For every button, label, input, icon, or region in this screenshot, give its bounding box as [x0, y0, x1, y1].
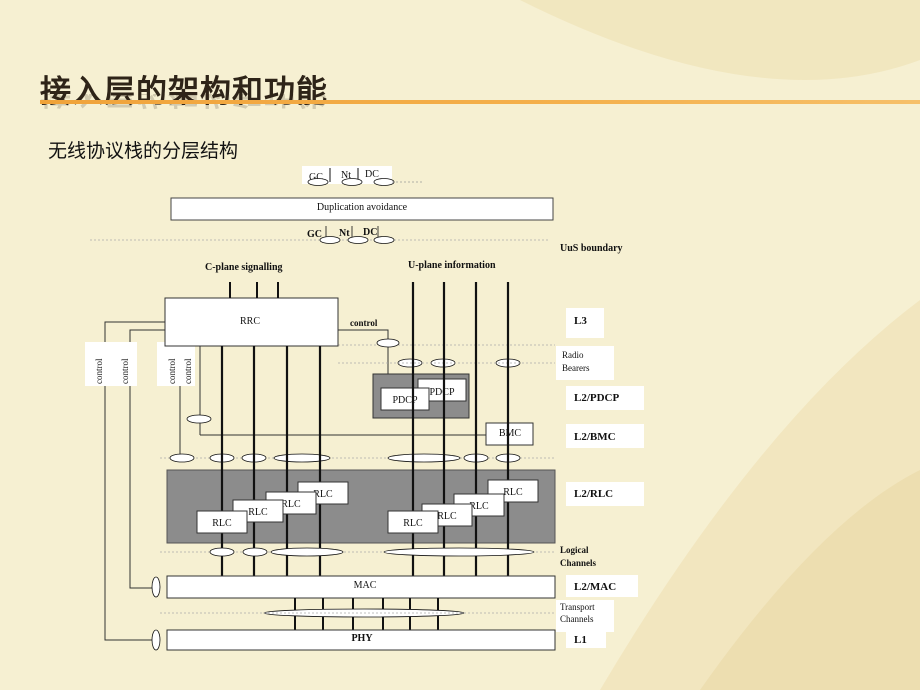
slide-title: 接入层的架构和功能 [40, 74, 328, 110]
control-label-4: control [183, 358, 193, 384]
bmc-box [485, 422, 534, 446]
rrc-box [164, 297, 339, 347]
layer-logical-channels-2: Channels [560, 558, 597, 568]
duplication-avoidance-label: Duplication avoidance [317, 202, 408, 213]
bmc-label: BMC [499, 428, 522, 439]
rlc-label-7: RLC [469, 501, 489, 512]
c-plane-label: C-plane signalling [205, 262, 283, 273]
layer-transport-channels-2: Channels [560, 614, 594, 624]
top-gc-label: GC [309, 172, 323, 183]
layer-radio-bearers-1: Radio [562, 350, 584, 360]
control-label-3: control [167, 358, 177, 384]
rlc-label-6: RLC [437, 511, 457, 522]
rlc-label-1: RLC [212, 518, 232, 529]
control-label-1: control [94, 358, 104, 384]
pdcp-label-1: PDCP [392, 395, 417, 406]
layer-l2-rlc: L2/RLC [574, 488, 613, 500]
duplication-avoidance-box [170, 197, 554, 221]
layer-l2-bmc: L2/BMC [574, 431, 616, 443]
rrc-label: RRC [240, 316, 260, 327]
phy-label: PHY [351, 633, 373, 644]
layer-radio-bearers-2: Bearers [562, 363, 590, 373]
top-nt-label: Nt [341, 170, 351, 181]
mac-label: MAC [354, 580, 377, 591]
layer-l2-pdcp: L2/PDCP [574, 392, 620, 404]
layer-l1: L1 [574, 634, 587, 646]
lower-nt-label: Nt [339, 228, 350, 239]
rlc-label-4: RLC [313, 489, 333, 500]
rlc-label-8: RLC [503, 487, 523, 498]
phy-box [166, 629, 556, 651]
title-underline [40, 100, 920, 104]
lower-dc-label: DC [363, 227, 377, 238]
control-label-2: control [120, 358, 130, 384]
layer-logical-channels-1: Logical [560, 545, 589, 555]
slide-subtitle: 无线协议栈的分层结构 [48, 140, 239, 162]
u-plane-label: U-plane information [408, 260, 496, 271]
rlc-label-3: RLC [281, 499, 301, 510]
control-label-rrc: control [350, 318, 378, 328]
rlc-label-2: RLC [248, 507, 268, 518]
layer-transport-channels-1: Transport [560, 602, 595, 612]
uus-boundary-label: UuS boundary [560, 243, 623, 254]
mac-box [166, 575, 556, 599]
layer-l2-mac: L2/MAC [574, 581, 616, 593]
top-dc-label: DC [365, 169, 379, 180]
rlc-label-5: RLC [403, 518, 423, 529]
layer-l3: L3 [574, 315, 587, 327]
pdcp-label-2: PDCP [429, 387, 454, 398]
lower-gc-label: GC [307, 229, 322, 240]
